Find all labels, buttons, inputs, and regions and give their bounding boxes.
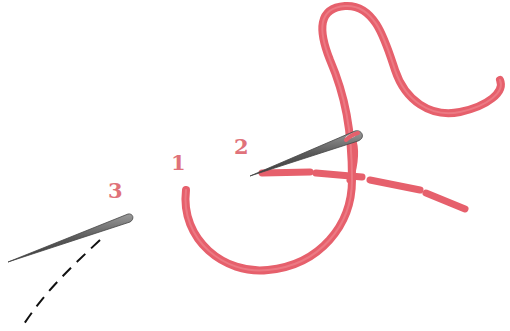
thread	[346, 133, 358, 140]
needle-eye	[345, 132, 358, 140]
needle	[8, 214, 133, 262]
callout-number: 2	[234, 136, 249, 157]
needle	[250, 131, 362, 176]
thread	[185, 6, 500, 271]
thread-highlight	[185, 6, 500, 271]
callout-number: 1	[171, 152, 186, 173]
callout-number: 3	[108, 180, 123, 201]
stitch-segments	[262, 172, 465, 209]
